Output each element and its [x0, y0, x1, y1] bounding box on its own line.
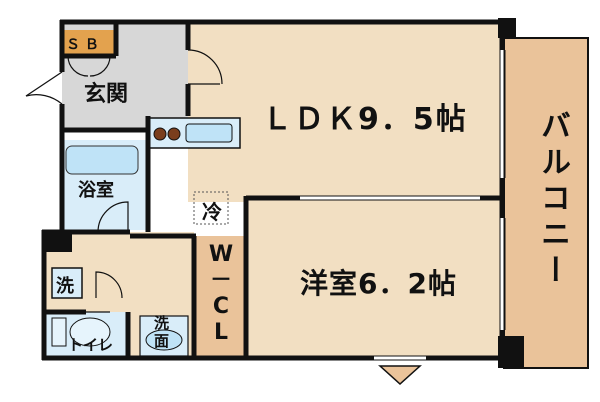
washbasin-label: 洗 面 — [154, 314, 169, 350]
column — [498, 18, 516, 38]
balcony-outline — [503, 37, 589, 369]
western-room-label: 洋室6．2帖 — [300, 267, 457, 300]
doors — [25, 49, 223, 313]
wcl-label-w: W — [208, 242, 234, 267]
balcony-label: バルコニー — [535, 110, 570, 290]
sb-floor — [62, 30, 116, 56]
stove-burner-icon — [167, 127, 181, 141]
wcl-label: W － C L — [204, 242, 238, 346]
washer-label: 洗 — [56, 276, 74, 297]
sink — [185, 123, 233, 143]
entrance-label: 玄関 — [84, 82, 129, 107]
toilet-tank — [51, 317, 67, 347]
stove-burner-icon — [153, 127, 167, 141]
washbasin-label-bottom: 面 — [154, 332, 170, 350]
toilet-label: トイレ — [68, 336, 114, 354]
column — [44, 232, 72, 252]
washbasin-label-top: 洗 — [154, 314, 170, 332]
wcl-label-dash: － — [209, 268, 232, 293]
washbasin-bowl — [145, 329, 183, 351]
column — [498, 336, 524, 368]
wcl-label-c: C — [212, 294, 230, 319]
bath-label: 浴室 — [78, 180, 114, 201]
bay-window-icon — [378, 365, 422, 386]
fridge-label: 冷 — [202, 200, 222, 224]
sb-label: Ｓ Ｂ — [66, 37, 99, 53]
washer-box — [51, 267, 83, 299]
bathtub — [65, 145, 139, 175]
western-room-floor — [248, 198, 500, 358]
wcl-floor — [196, 236, 246, 358]
wcl-label-l: L — [213, 320, 229, 345]
ldk-label: ＬＤＫ9．5帖 — [262, 102, 468, 137]
ldk-floor — [188, 22, 500, 202]
toilet-bowl-icon — [69, 317, 111, 347]
balcony-floor — [504, 38, 588, 368]
fridge-space — [193, 191, 229, 225]
